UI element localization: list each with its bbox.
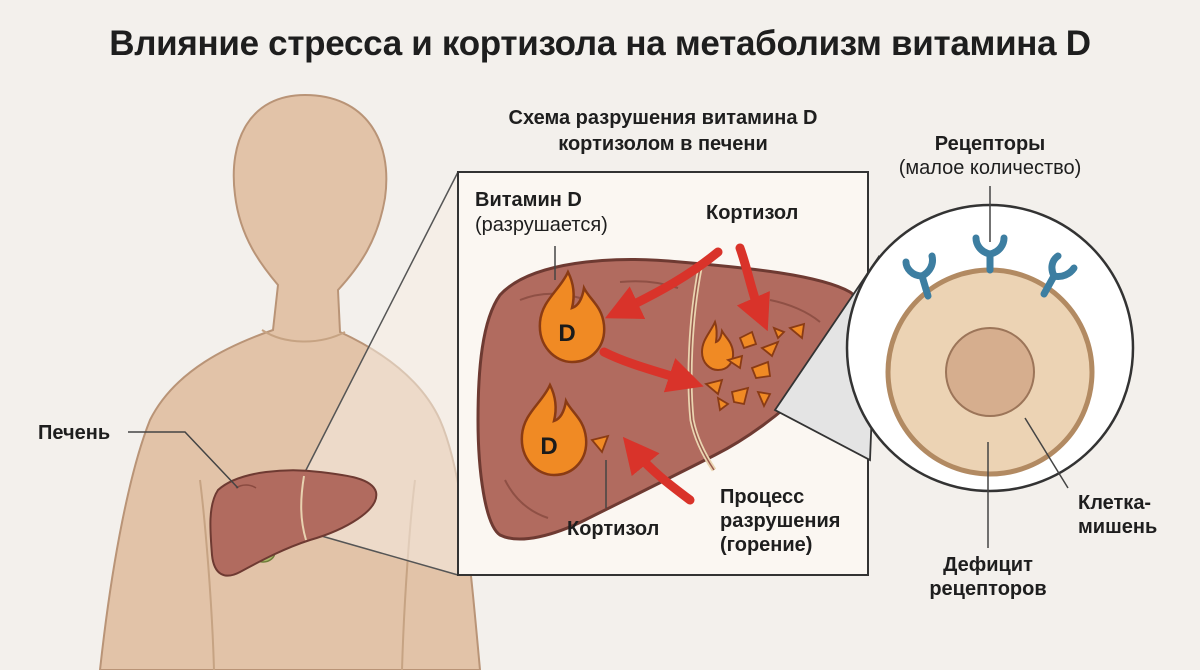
small-liver (209, 469, 378, 577)
target-cell-label-line-1: Клетка- (1078, 492, 1152, 514)
liver-label: Печень (38, 422, 111, 444)
panel-title-line-2: кортизолом в печени (558, 133, 768, 155)
cortisol-fragments (590, 322, 806, 454)
vitamin-d-mark-1: D (558, 320, 575, 347)
receptors-label: Рецепторы (934, 133, 1046, 155)
vitamin-d-mark-2: D (540, 433, 557, 460)
process-label-line-1: Процесс (720, 486, 805, 508)
cortisol-label-bottom: Кортизол (567, 518, 660, 540)
target-cell-leader-line (1024, 417, 1069, 489)
vitamin-d-note: (разрушается) (475, 214, 608, 236)
receptors-note: (малое количество) (898, 157, 1082, 179)
diagram-title: Влияние стресса и кортизола на метаболиз… (109, 24, 1091, 63)
deficit-label-line-1: Дефицит (943, 554, 1033, 576)
process-label-line-2: разрушения (720, 510, 841, 532)
cortisol-label-top: Кортизол (706, 202, 799, 224)
vitamin-d-label: Витамин D (475, 189, 582, 211)
flame-icon (700, 319, 735, 372)
liver-leader-line (128, 431, 239, 489)
process-label-line-3: (горение) (720, 534, 813, 556)
target-cell-label-line-2: мишень (1078, 516, 1158, 538)
flame-icon (520, 382, 588, 477)
panel-title-line-1: Схема разрушения витамина D (508, 107, 818, 129)
cortisol-arrows (599, 243, 770, 505)
receptor-icons (902, 234, 1078, 300)
flame-icon (538, 269, 606, 364)
target-cell (845, 203, 1135, 493)
deficit-label-line-2: рецепторов (929, 578, 1047, 600)
